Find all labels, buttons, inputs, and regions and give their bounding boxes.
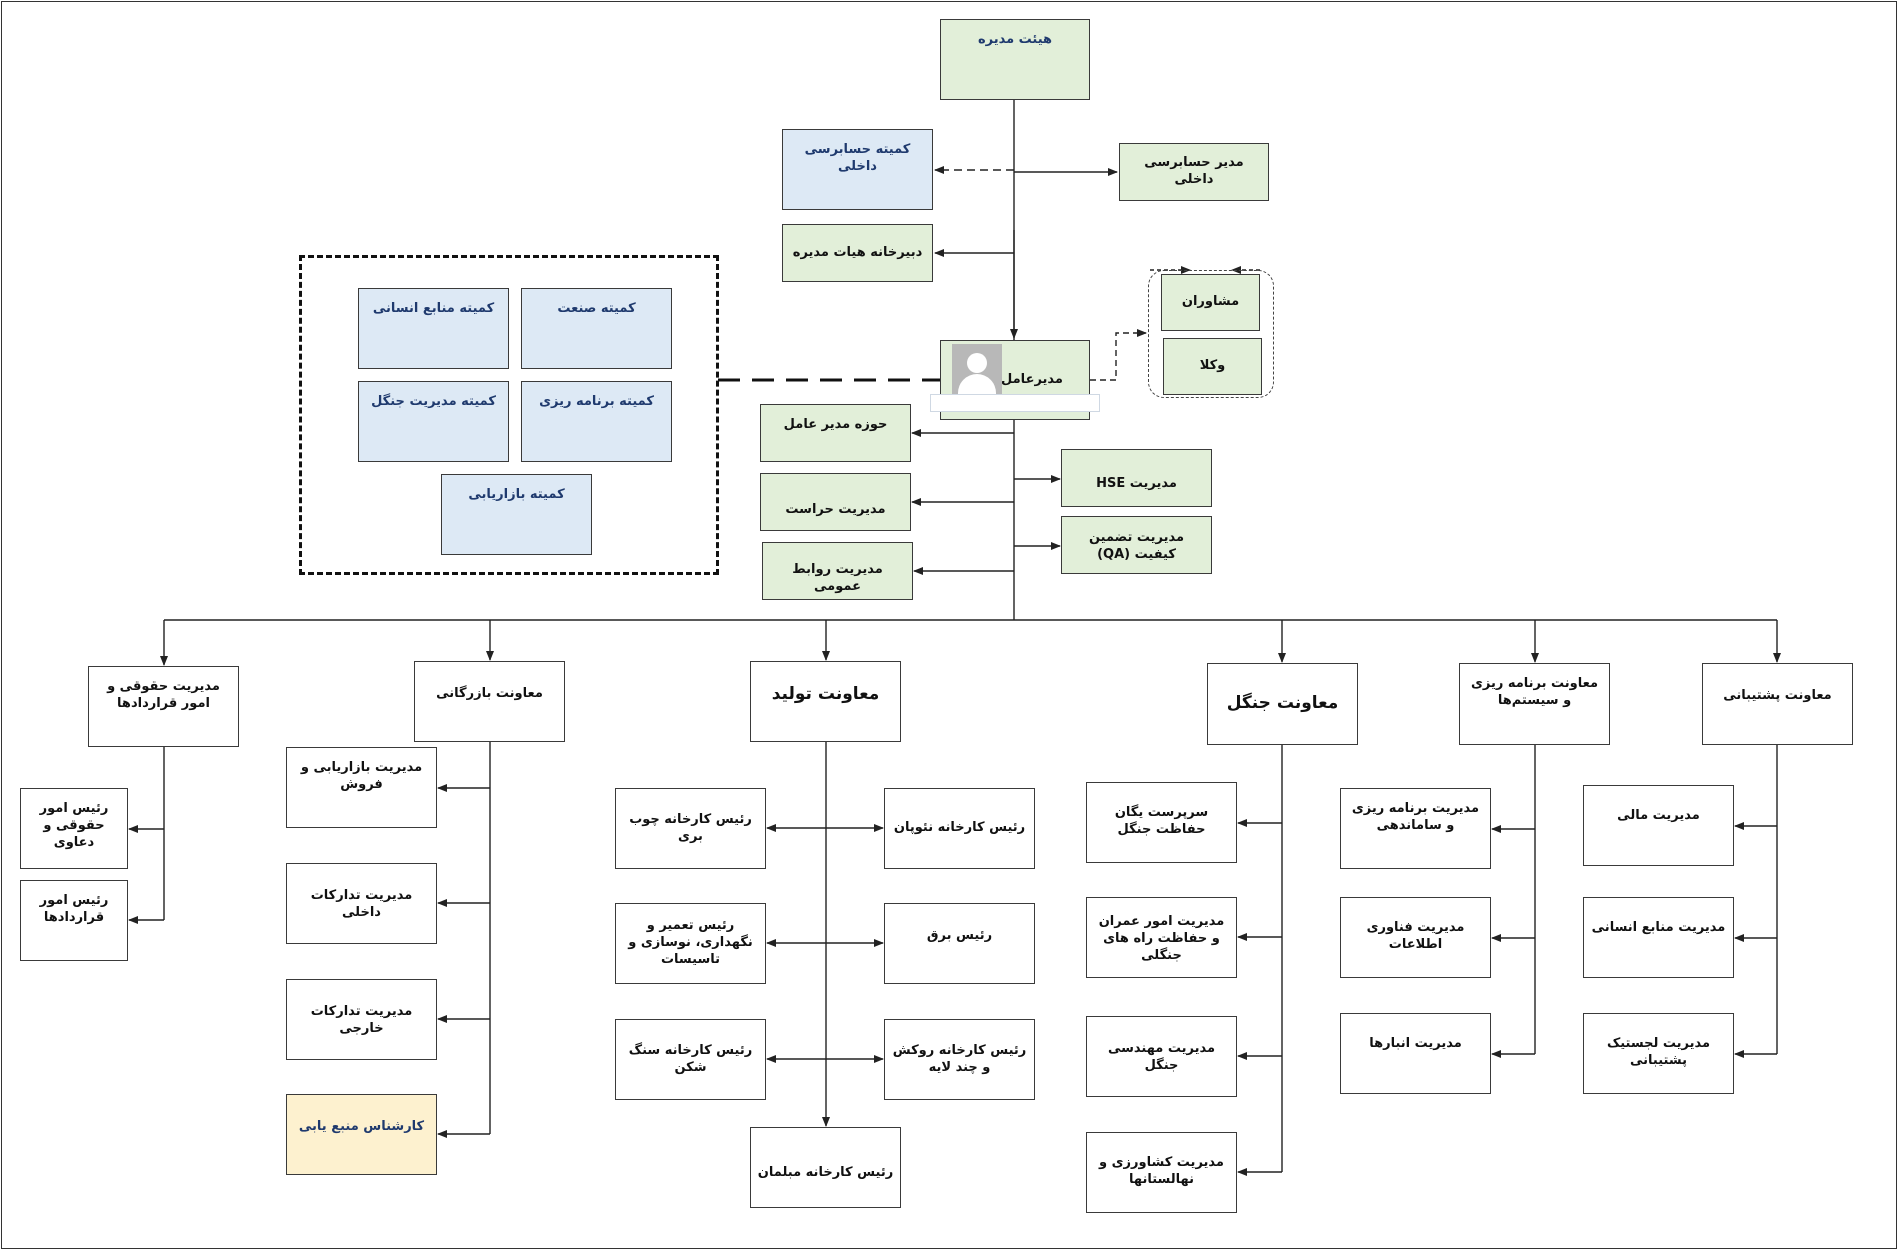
industry-committee-box[interactable]: کمیته صنعت (521, 288, 672, 369)
internal-audit-manager-box[interactable]: مدیر حسابرسی داخلی (1119, 143, 1269, 201)
production-right-3[interactable]: رئیس کارخانه روکش و چند لایه (884, 1019, 1035, 1100)
board-box[interactable]: هیئت مدیره (940, 19, 1090, 100)
commerce-item-1[interactable]: مدیریت بازاریابی و فروش (286, 747, 437, 828)
avatar-icon (952, 344, 1002, 398)
production-deputy-box[interactable]: معاونت تولید (750, 661, 901, 742)
commerce-deputy-box[interactable]: معاونت بازرگانی (414, 661, 565, 742)
support-item-1[interactable]: مدیریت مالی (1583, 785, 1734, 866)
production-bottom[interactable]: رئیس کارخانه مبلمان (750, 1127, 901, 1208)
support-deputy-box[interactable]: معاونت پشتیبانی (1702, 663, 1853, 745)
committees-group (299, 255, 719, 575)
production-left-2[interactable]: رئیس تعمیر و نگهداری، نوسازی و تاسیسات (615, 903, 766, 984)
support-item-3[interactable]: مدیریت لجستیک پشتیبانی (1583, 1013, 1734, 1094)
production-left-1[interactable]: رئیس کارخانه چوب بری (615, 788, 766, 869)
production-right-2[interactable]: رئیس برق (884, 903, 1035, 984)
production-left-3[interactable]: رئیس کارخانه سنگ شکن (615, 1019, 766, 1100)
legal-item-1[interactable]: رئیس امور حقوقی و دعاوی (20, 788, 128, 869)
production-right-1[interactable]: رئیس کارخانه نئوپان (884, 788, 1035, 869)
board-secretariat-box[interactable]: دبیرخانه هیات مدیره (782, 224, 933, 282)
qa-box[interactable]: مدیریت تضمین کیفیت (QA) (1061, 516, 1212, 574)
public-relations-box[interactable]: مدیریت روابط عمومی (762, 542, 913, 600)
planning-item-2[interactable]: مدیریت فناوری اطلاعات (1340, 897, 1491, 978)
planning-item-1[interactable]: مدیریت برنامه ریزی و ساماندهی (1340, 788, 1491, 869)
ceo-name-bar (930, 394, 1100, 412)
hse-box[interactable]: مدیریت HSE (1061, 449, 1212, 507)
legal-item-2[interactable]: رئیس امور قراردادها (20, 880, 128, 961)
planning-item-3[interactable]: مدیریت انبارها (1340, 1013, 1491, 1094)
advisors-group (1148, 270, 1274, 398)
marketing-committee-box[interactable]: کمیته بازاریابی (441, 474, 592, 555)
legal-deputy-box[interactable]: مدیریت حقوقی و امور قراردادها (88, 666, 239, 747)
ceo-office-box[interactable]: حوزه مدیر عامل (760, 404, 911, 462)
hr-committee-box[interactable]: کمیته منابع انسانی (358, 288, 509, 369)
forest-item-2[interactable]: مدیریت امور عمران و حفاظت راه های جنگلی (1086, 897, 1237, 978)
lawyers-box[interactable]: وکلا (1163, 338, 1262, 395)
support-item-2[interactable]: مدیریت منابع انسانی (1583, 897, 1734, 978)
commerce-item-4[interactable]: کارشناس منبع یابی (286, 1094, 437, 1175)
planning-deputy-box[interactable]: معاونت برنامه ریزی و سیستم‌ها (1459, 663, 1610, 745)
forest-deputy-box[interactable]: معاونت جنگل (1207, 663, 1358, 745)
forest-item-3[interactable]: مدیریت مهندسی جنگل (1086, 1016, 1237, 1097)
security-box[interactable]: مدیریت حراست (760, 473, 911, 531)
commerce-item-3[interactable]: مدیریت تدارکات خارجی (286, 979, 437, 1060)
forest-committee-box[interactable]: کمیته مدیریت جنگل (358, 381, 509, 462)
forest-item-4[interactable]: مدیریت کشاورزی و نهالستانها (1086, 1132, 1237, 1213)
advisors-box[interactable]: مشاوران (1161, 274, 1260, 331)
planning-committee-box[interactable]: کمیته برنامه ریزی (521, 381, 672, 462)
commerce-item-2[interactable]: مدیریت تدارکات داخلی (286, 863, 437, 944)
forest-item-1[interactable]: سرپرست یگان حفاظت جنگل (1086, 782, 1237, 863)
link-advisors (1090, 329, 1147, 381)
audit-committee-box[interactable]: کمیته حسابرسی داخلی (782, 129, 933, 210)
